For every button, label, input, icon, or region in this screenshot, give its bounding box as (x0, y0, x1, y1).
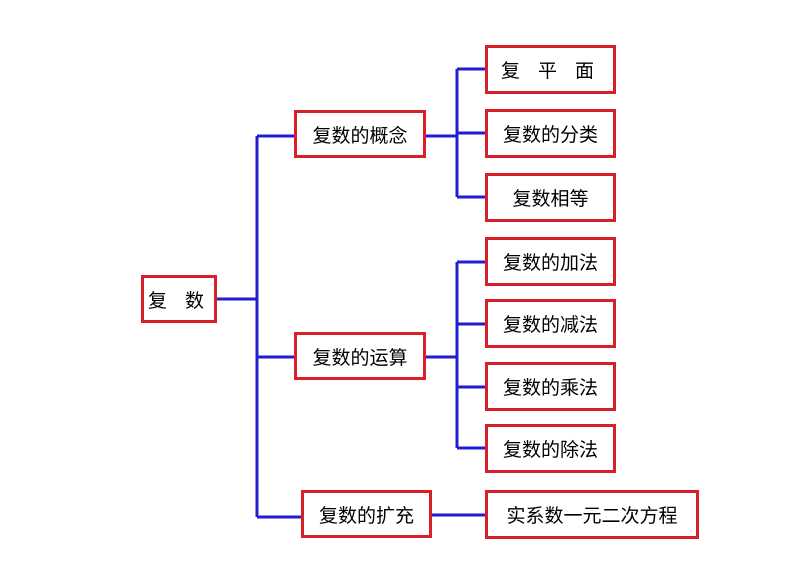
leaf-node-addition: 复数的加法 (485, 237, 616, 286)
branch-label-extension: 复数的扩充 (318, 504, 414, 527)
leaf-label-equality: 复数相等 (512, 188, 589, 210)
leaf-label-multiplication: 复数的乘法 (502, 377, 598, 399)
leaf-label-classification: 复数的分类 (502, 124, 598, 146)
leaf-node-quadratic-equation: 实系数一元二次方程 (485, 490, 699, 539)
leaf-label-addition: 复数的加法 (502, 252, 598, 274)
leaf-node-subtraction: 复数的减法 (485, 299, 616, 348)
branch-label-operation: 复数的运算 (312, 346, 408, 369)
leaf-label-subtraction: 复数的减法 (502, 314, 598, 336)
branch-label-concept: 复数的概念 (312, 124, 408, 147)
leaf-node-multiplication: 复数的乘法 (485, 362, 616, 411)
leaf-label-complex-plane: 复 平 面 (500, 60, 601, 82)
leaf-label-division: 复数的除法 (502, 439, 598, 461)
root-node: 复 数 (141, 275, 217, 323)
root-label: 复 数 (147, 289, 211, 312)
branch-node-extension: 复数的扩充 (301, 490, 432, 538)
leaf-node-classification: 复数的分类 (485, 109, 616, 158)
branch-node-concept: 复数的概念 (294, 110, 426, 158)
leaf-node-complex-plane: 复 平 面 (485, 45, 616, 94)
branch-node-operation: 复数的运算 (294, 332, 426, 380)
leaf-node-equality: 复数相等 (485, 173, 616, 222)
leaf-node-division: 复数的除法 (485, 424, 616, 473)
leaf-label-quadratic-equation: 实系数一元二次方程 (506, 505, 678, 527)
